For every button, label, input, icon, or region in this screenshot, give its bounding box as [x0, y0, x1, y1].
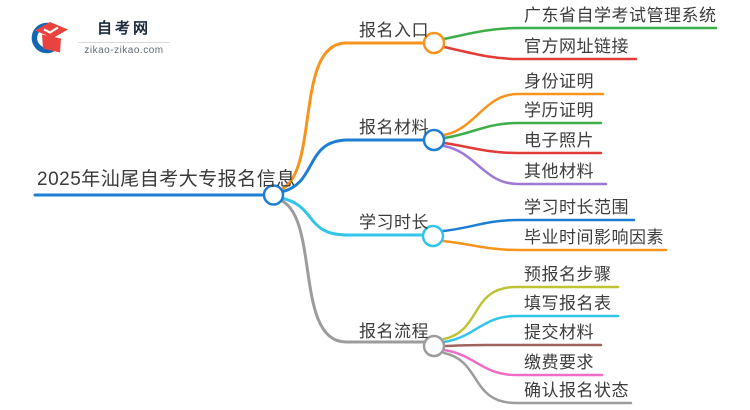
logo-text-block: 自考网 zikao-zikao.com: [78, 19, 170, 57]
node-payment-requirements: 缴费要求: [524, 353, 594, 372]
logo-cap-top: [35, 22, 68, 38]
node-study-duration-range: 学习时长范围: [524, 198, 629, 217]
connector-circle-study-duration: [421, 224, 445, 248]
logo-cap-check: [43, 26, 59, 34]
child-line-gd-selfstudy-exam-system: [442, 26, 718, 41]
child-line-fill-registration-form: [442, 314, 620, 344]
logo-site-domain: zikao-zikao.com: [84, 45, 164, 56]
child-line-electronic-photo: [442, 141, 603, 155]
child-line-other-materials: [442, 144, 608, 186]
node-other-materials: 其他材料: [524, 162, 594, 181]
node-registration-materials: 报名材料: [359, 118, 429, 137]
branch-line-study-duration: [279, 196, 425, 237]
graduation-cap-icon: [31, 22, 68, 54]
logo-divider: [78, 42, 170, 43]
branch-line-registration-materials: [279, 138, 426, 194]
child-line-education-proof: [442, 121, 603, 140]
node-fill-registration-form: 填写报名表: [524, 294, 612, 313]
node-root: 2025年汕尾自考大专报名信息: [37, 169, 296, 190]
branch-line-registration-entry: [278, 41, 426, 192]
root-connector-circle: [262, 184, 285, 206]
node-preregistration-steps: 预报名步骤: [524, 265, 612, 284]
node-registration-process: 报名流程: [359, 322, 429, 341]
child-line-identity-proof: [442, 92, 605, 137]
branch-line-registration-process: [278, 198, 425, 344]
node-graduation-time-factors: 毕业时间影响因素: [524, 228, 664, 247]
connector-circle-registration-entry: [422, 31, 446, 55]
node-gd-selfstudy-exam-system: 广东省自学考试管理系统: [524, 6, 717, 25]
logo-site-name: 自考网: [96, 20, 151, 37]
child-line-official-url-link: [442, 45, 638, 61]
connector-circle-registration-process: [422, 334, 446, 358]
logo-cap-base: [42, 34, 61, 53]
node-study-duration: 学习时长: [359, 213, 429, 232]
child-line-payment-requirements: [442, 348, 604, 377]
child-line-preregistration-steps: [442, 285, 620, 341]
site-logo: 自考网 zikao-zikao.com: [30, 19, 170, 57]
node-submit-materials: 提交材料: [524, 323, 594, 342]
child-line-confirm-registration-status: [442, 351, 633, 405]
connector-circle-registration-materials: [422, 128, 446, 152]
child-line-submit-materials: [442, 343, 603, 348]
node-education-proof: 学历证明: [524, 101, 594, 120]
node-registration-entry: 报名入口: [359, 21, 429, 40]
node-confirm-registration-status: 确认报名状态: [524, 381, 629, 400]
node-official-url-link: 官方网址链接: [524, 37, 629, 56]
node-electronic-photo: 电子照片: [524, 131, 594, 150]
child-line-study-duration-range: [441, 218, 636, 233]
node-identity-proof: 身份证明: [524, 72, 594, 91]
child-line-graduation-time-factors: [441, 239, 668, 252]
